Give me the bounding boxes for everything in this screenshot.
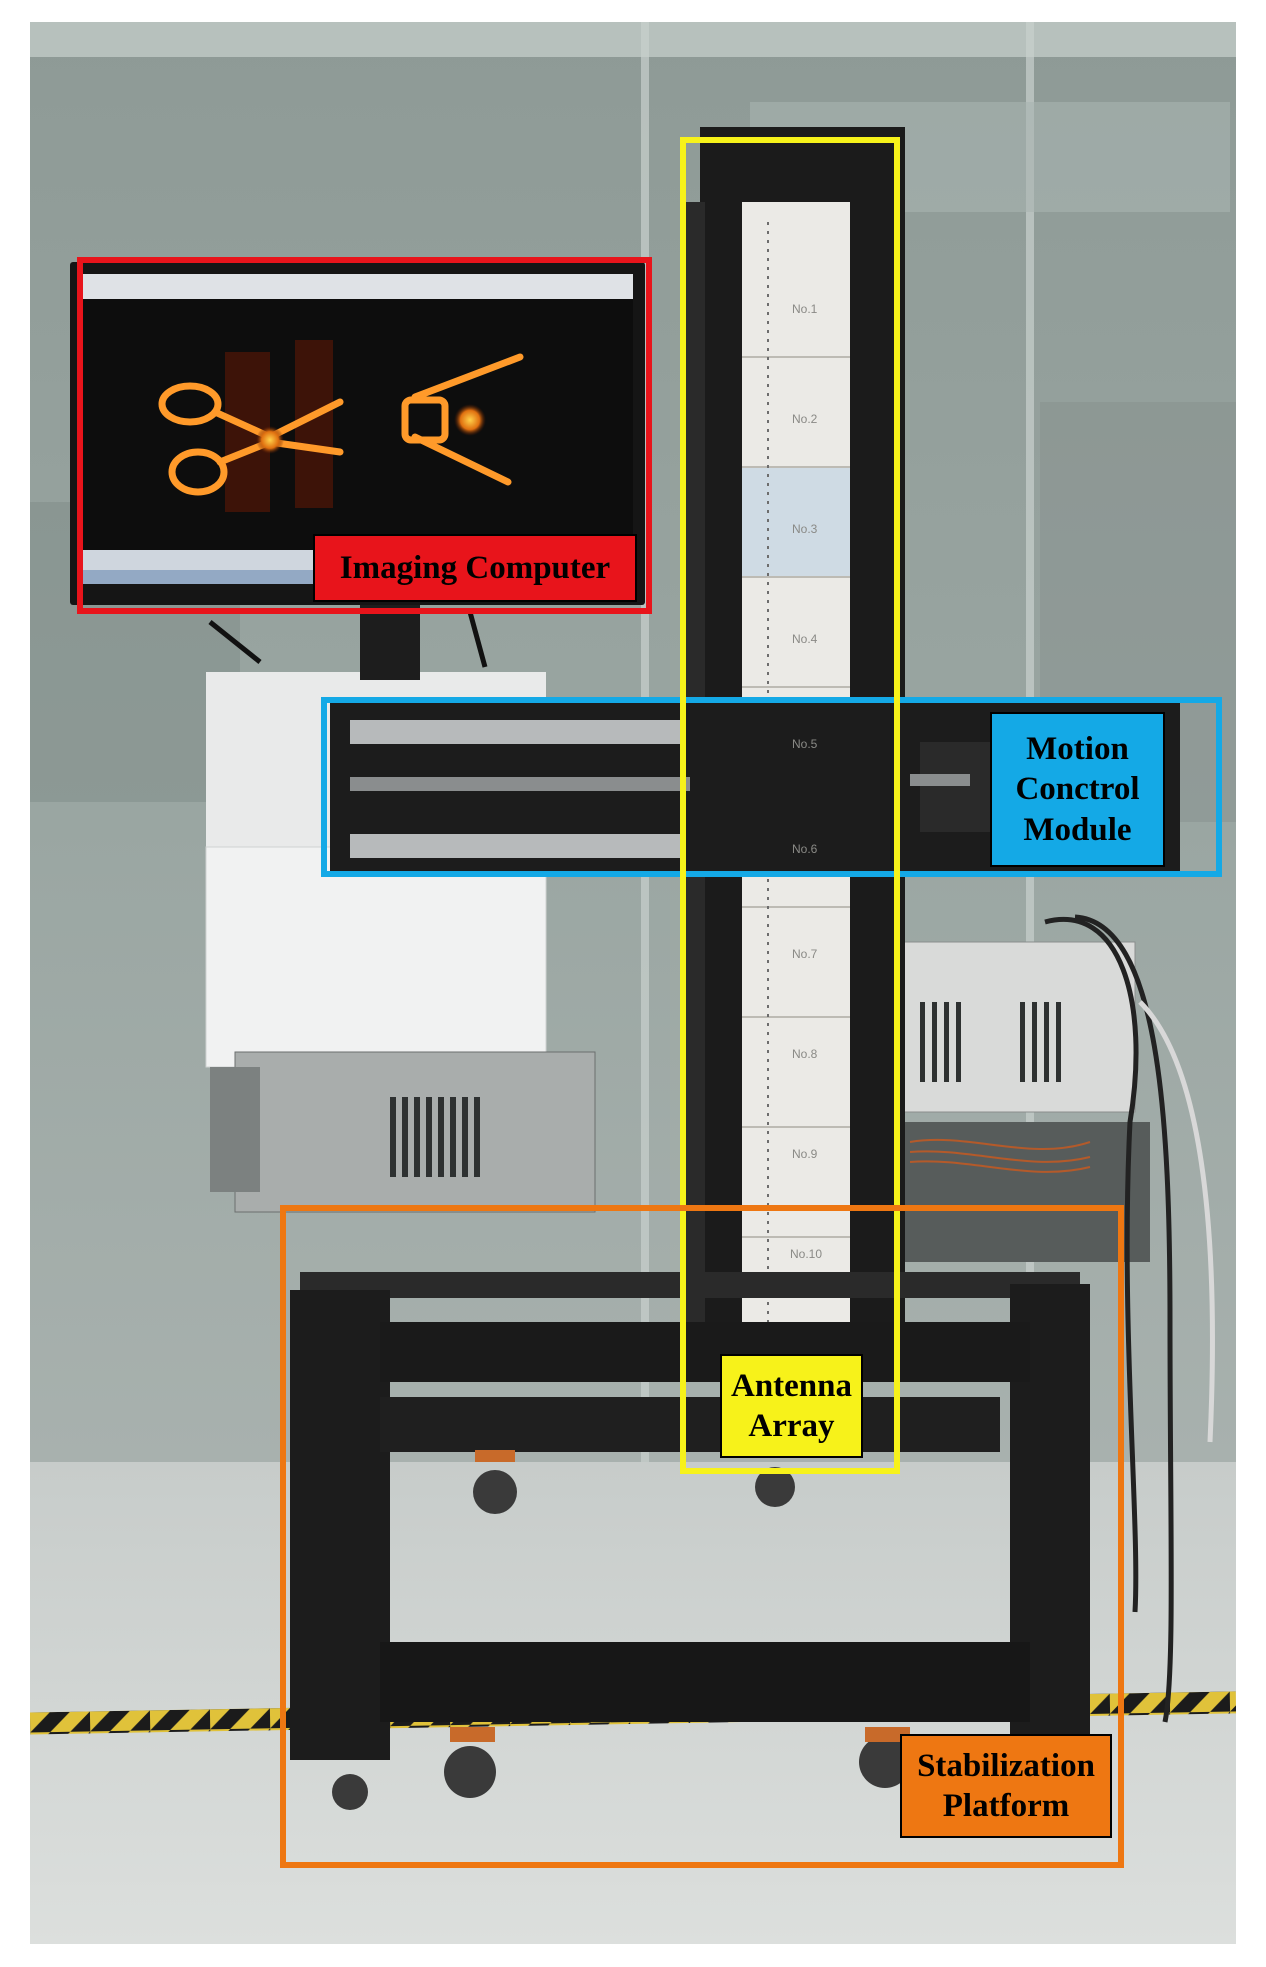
motion-control-line-2: Conctrol — [1015, 771, 1140, 808]
antenna-marking-8: No.8 — [792, 1047, 818, 1061]
motion-control-line-3: Module — [1023, 811, 1132, 848]
antenna-marking-1: No.1 — [792, 302, 818, 316]
stabilization-platform-line-1: Stabilization — [917, 1747, 1095, 1784]
antenna-array-label: Antenna Array — [720, 1354, 863, 1458]
imaging-computer-text: Imaging Computer — [339, 549, 611, 586]
antenna-marking-6: No.6 — [792, 842, 818, 856]
antenna-array-line-2: Array — [748, 1408, 835, 1444]
antenna-marking-7: No.7 — [792, 947, 818, 961]
motion-control-frame — [321, 697, 1222, 877]
antenna-markings: No.1 No.2 No.3 No.4 No.5 No.6 No.7 No.8 … — [782, 202, 842, 1352]
stabilization-platform-line-2: Platform — [942, 1788, 1070, 1824]
stabilization-platform-frame — [280, 1205, 1124, 1868]
imaging-computer-frame — [77, 257, 652, 614]
antenna-marking-9: No.9 — [792, 1147, 818, 1161]
motion-control-line-1: Motion — [1026, 731, 1129, 768]
antenna-array-line-1: Antenna — [730, 1367, 853, 1404]
antenna-array-frame — [680, 137, 900, 1474]
antenna-marking-3: No.3 — [792, 522, 818, 536]
photo-scene: No.1 No.2 No.3 No.4 No.5 No.6 No.7 No.8 … — [29, 22, 1237, 1944]
stabilization-platform-label: Stabilization Platform — [900, 1734, 1112, 1838]
imaging-computer-label: Imaging Computer — [313, 534, 637, 602]
antenna-marking-5: No.5 — [792, 737, 818, 751]
motion-control-label: Motion Conctrol Module — [990, 712, 1165, 867]
antenna-marking-10: No.10 — [790, 1247, 823, 1261]
antenna-marking-2: No.2 — [792, 412, 818, 426]
antenna-marking-4: No.4 — [792, 632, 818, 646]
